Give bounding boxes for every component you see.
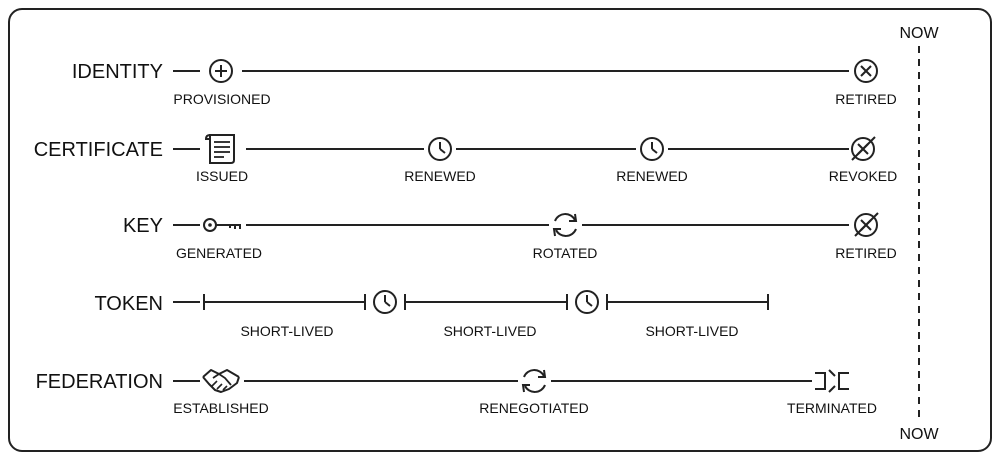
plus-circle-icon bbox=[209, 59, 233, 83]
row-label-identity: IDENTITY bbox=[72, 61, 163, 83]
clock-icon bbox=[575, 290, 599, 314]
revoked-icon bbox=[854, 212, 879, 237]
document-icon bbox=[204, 134, 235, 164]
row-certificate: CERTIFICATE ISSUED RENEWED RENEWED bbox=[34, 134, 897, 184]
row-token: TOKEN SHORT-LIVED SHORT-LIVED SHORT-LIVE… bbox=[94, 290, 769, 339]
handshake-icon bbox=[202, 369, 240, 393]
now-label-bottom: NOW bbox=[899, 426, 939, 443]
event-label-revoked: REVOKED bbox=[829, 168, 897, 184]
event-label-rotated: ROTATED bbox=[533, 245, 598, 261]
key-icon bbox=[203, 218, 241, 232]
x-circle-icon bbox=[854, 59, 878, 83]
event-label-provisioned: PROVISIONED bbox=[173, 91, 270, 107]
row-label-key: KEY bbox=[123, 215, 163, 237]
clock-icon bbox=[428, 137, 452, 161]
event-label-retired: RETIRED bbox=[835, 245, 896, 261]
segment-label-short-lived: SHORT-LIVED bbox=[443, 323, 536, 339]
rotate-icon bbox=[521, 369, 547, 393]
segment-label-short-lived: SHORT-LIVED bbox=[645, 323, 738, 339]
event-label-generated: GENERATED bbox=[176, 245, 262, 261]
event-label-renegotiated: RENEGOTIATED bbox=[479, 400, 588, 416]
row-identity: IDENTITY PROVISIONED RETIRED bbox=[72, 59, 897, 107]
row-label-federation: FEDERATION bbox=[36, 371, 163, 393]
now-label-top: NOW bbox=[899, 25, 939, 42]
event-label-terminated: TERMINATED bbox=[787, 400, 877, 416]
broken-link-icon bbox=[815, 369, 849, 393]
diagram-frame bbox=[8, 8, 992, 452]
row-key: KEY GENERATED ROTATED RETIRED bbox=[123, 212, 897, 261]
row-label-token: TOKEN bbox=[94, 293, 163, 315]
event-label-renewed: RENEWED bbox=[616, 168, 688, 184]
rotate-icon bbox=[552, 213, 578, 237]
row-federation: FEDERATION ESTABLISHED RENEGOTIATED TERM… bbox=[36, 369, 877, 416]
event-label-retired: RETIRED bbox=[835, 91, 896, 107]
clock-icon bbox=[373, 290, 397, 314]
revoked-icon bbox=[851, 136, 876, 161]
row-label-certificate: CERTIFICATE bbox=[34, 139, 163, 161]
segment-label-short-lived: SHORT-LIVED bbox=[240, 323, 333, 339]
event-label-renewed: RENEWED bbox=[404, 168, 476, 184]
event-label-issued: ISSUED bbox=[196, 168, 248, 184]
clock-icon bbox=[640, 137, 664, 161]
event-label-established: ESTABLISHED bbox=[173, 400, 268, 416]
